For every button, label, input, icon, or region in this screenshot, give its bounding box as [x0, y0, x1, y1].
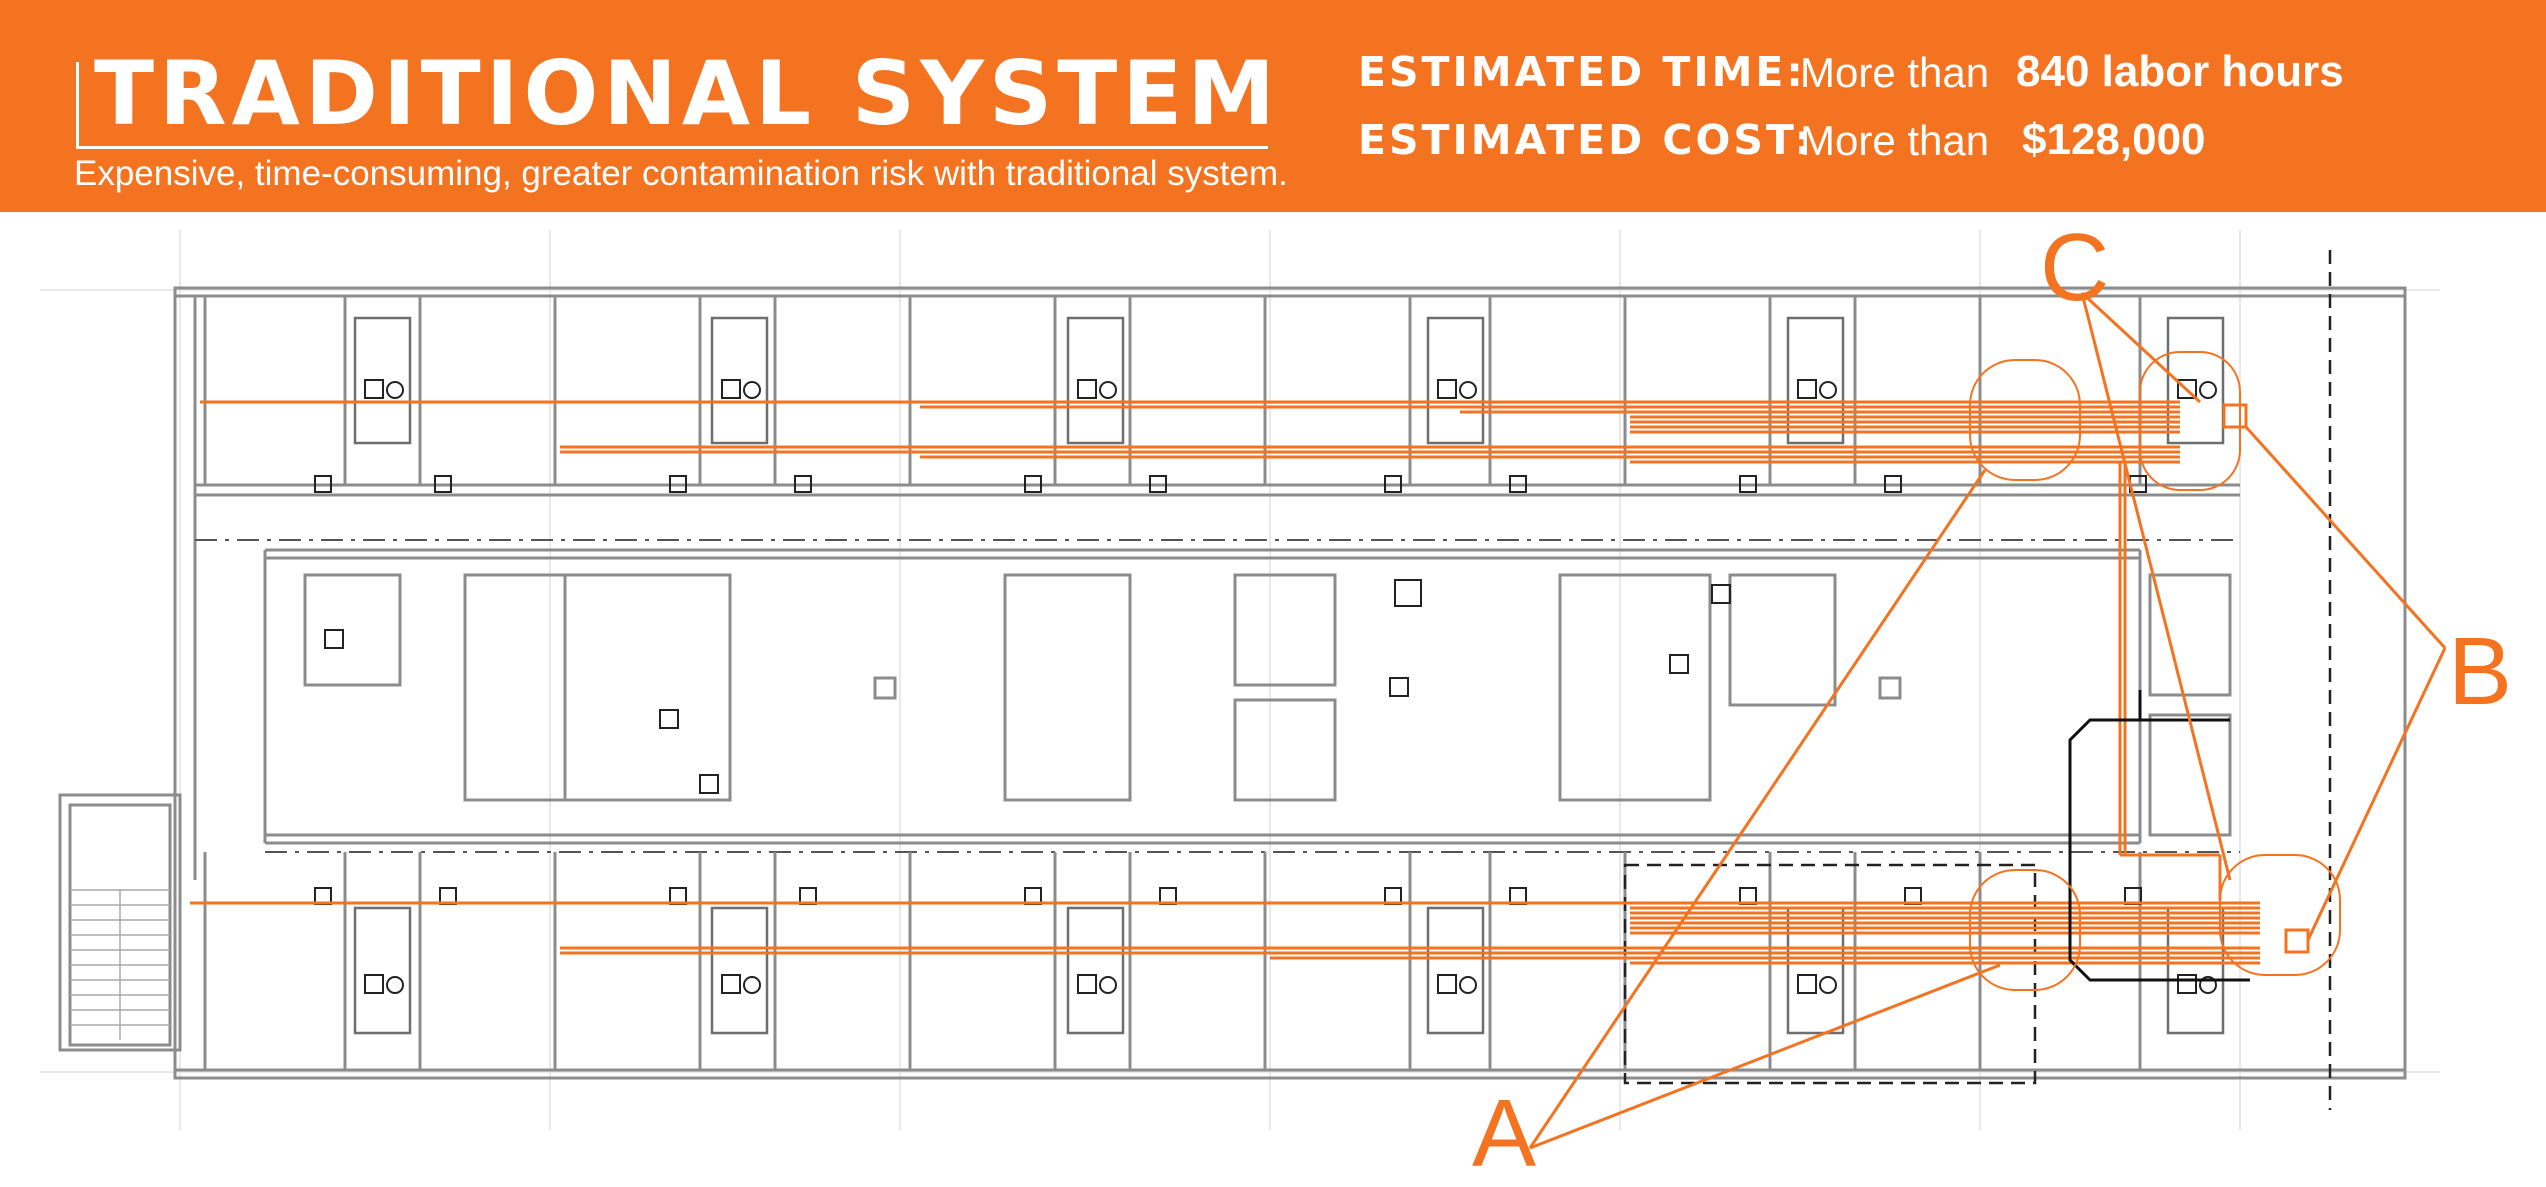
lower-room-partitions	[203, 852, 2142, 1070]
title-rule-horizontal	[76, 146, 1268, 149]
page-subtitle: Expensive, time-consuming, greater conta…	[74, 154, 1288, 193]
grid-lines	[40, 230, 2440, 1130]
estimated-time-value: 840 labor hours	[2016, 47, 2344, 96]
callout-leaders	[1528, 291, 2447, 1150]
building-walls	[58, 286, 2407, 1080]
pipe-runs-upper	[200, 400, 2180, 464]
callout-label-c: C	[2040, 214, 2110, 321]
corridor-walls	[195, 483, 2240, 845]
center-lines	[195, 539, 2240, 853]
pipe-runs-lower	[190, 901, 2260, 965]
black-pipe	[2068, 690, 2250, 982]
upper-room-partitions	[203, 296, 2142, 485]
floor-plan	[40, 230, 2447, 1150]
stair	[70, 889, 170, 1040]
header-banner: TRADITIONAL SYSTEM Expensive, time-consu…	[0, 0, 2546, 212]
estimated-cost-value: $128,000	[2022, 115, 2206, 164]
estimated-time-prefix: More than	[1800, 49, 1990, 96]
fixture-symbols	[314, 379, 2217, 994]
estimated-cost-prefix: More than	[1800, 117, 1990, 164]
pipe-riser	[2118, 462, 2222, 900]
callout-targets	[2222, 403, 2310, 954]
estimated-cost-label: ESTIMATED COST:	[1358, 116, 1814, 164]
bathroom-pods-upper	[353, 316, 2225, 445]
dashed-enclosure	[1623, 250, 2332, 1110]
title-rule-vertical	[76, 62, 79, 148]
callout-label-b: B	[2448, 618, 2513, 725]
revision-clouds	[1969, 351, 2341, 991]
callout-label-a: A	[1472, 1080, 1537, 1187]
page-title: TRADITIONAL SYSTEM	[94, 42, 1280, 145]
estimated-time-label: ESTIMATED TIME:	[1358, 48, 1806, 96]
central-rooms	[303, 573, 2232, 837]
